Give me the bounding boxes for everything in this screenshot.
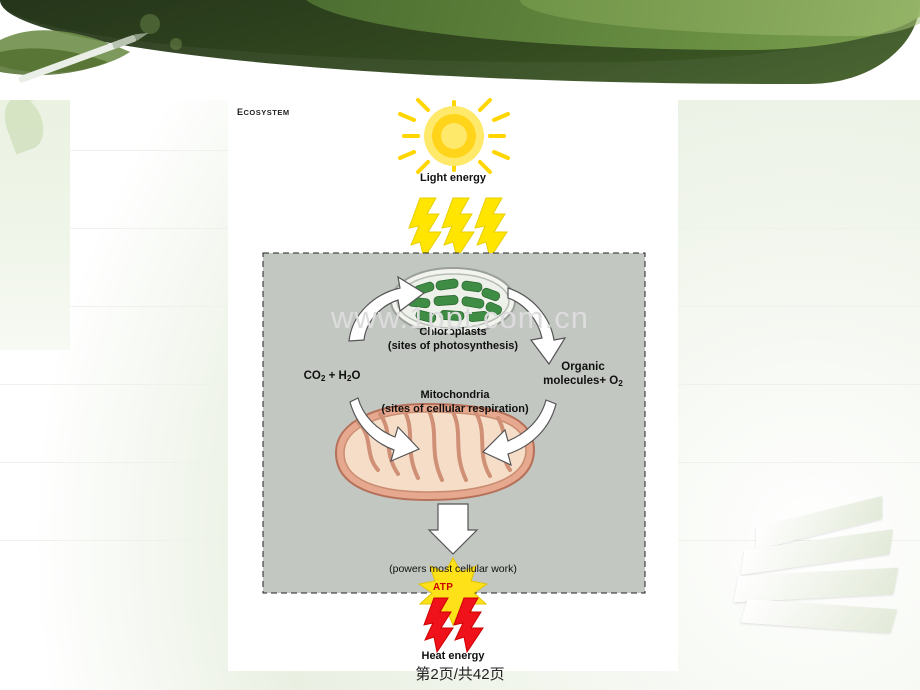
mitochondria-subtitle: (sites of cellular respiration)	[381, 403, 529, 415]
h2o-subscript: 2	[346, 374, 352, 384]
mitochondria-caption: Mitochondria (sites of cellular respirat…	[320, 388, 590, 416]
paper-shard-decoration	[740, 598, 898, 634]
ecosystem-label: ECOSYSTEM	[237, 107, 290, 117]
ecosystem-label-initial: E	[237, 107, 244, 117]
pen-and-leaf-decoration-icon	[0, 14, 182, 83]
co2-subscript: 2	[320, 374, 326, 384]
oxygen-text: O	[351, 370, 361, 382]
energy-flow-diagram	[262, 98, 646, 654]
chloroplast-illustration	[390, 267, 516, 335]
powers-cellular-work-label: (powers most cellular work)	[389, 563, 517, 575]
co2-text: CO	[303, 370, 321, 382]
sun-icon	[398, 98, 510, 174]
page-indicator: 第2页/共42页	[415, 666, 505, 683]
chloroplasts-subtitle: (sites of photosynthesis)	[387, 340, 519, 352]
chloroplasts-title: Chloroplasts	[419, 326, 487, 338]
ecosystem-label-rest: COSYSTEM	[243, 108, 290, 117]
light-energy-label: Light energy	[419, 172, 486, 184]
co2-water-label: CO2 + H2O	[272, 370, 392, 383]
paper-shard-decoration	[733, 567, 899, 603]
cycle-arrows	[348, 275, 567, 555]
light-energy-arrows	[408, 197, 508, 260]
atp-label: ATP	[433, 582, 454, 593]
plus-o2-text: + O	[599, 375, 619, 387]
organic-line2: molecules+ O2	[508, 374, 658, 391]
figure-panel: Light energy ECOSYSTEM Chloroplasts (sit…	[228, 98, 678, 671]
molecules-text: molecules	[543, 375, 600, 387]
header-banner	[0, 0, 920, 100]
organic-line1: Organic	[561, 361, 605, 373]
heat-energy-label: Heat energy	[421, 650, 485, 662]
mitochondria-title: Mitochondria	[420, 389, 490, 401]
mitochondrion-illustration	[334, 402, 536, 502]
chloroplasts-caption: Chloroplasts (sites of photosynthesis)	[328, 325, 578, 353]
organic-molecules-label: Organic molecules+ O2	[508, 360, 658, 391]
plus-water-text: + H	[325, 370, 347, 382]
heat-energy-arrows	[423, 597, 484, 654]
o2-subscript: 2	[618, 379, 623, 389]
